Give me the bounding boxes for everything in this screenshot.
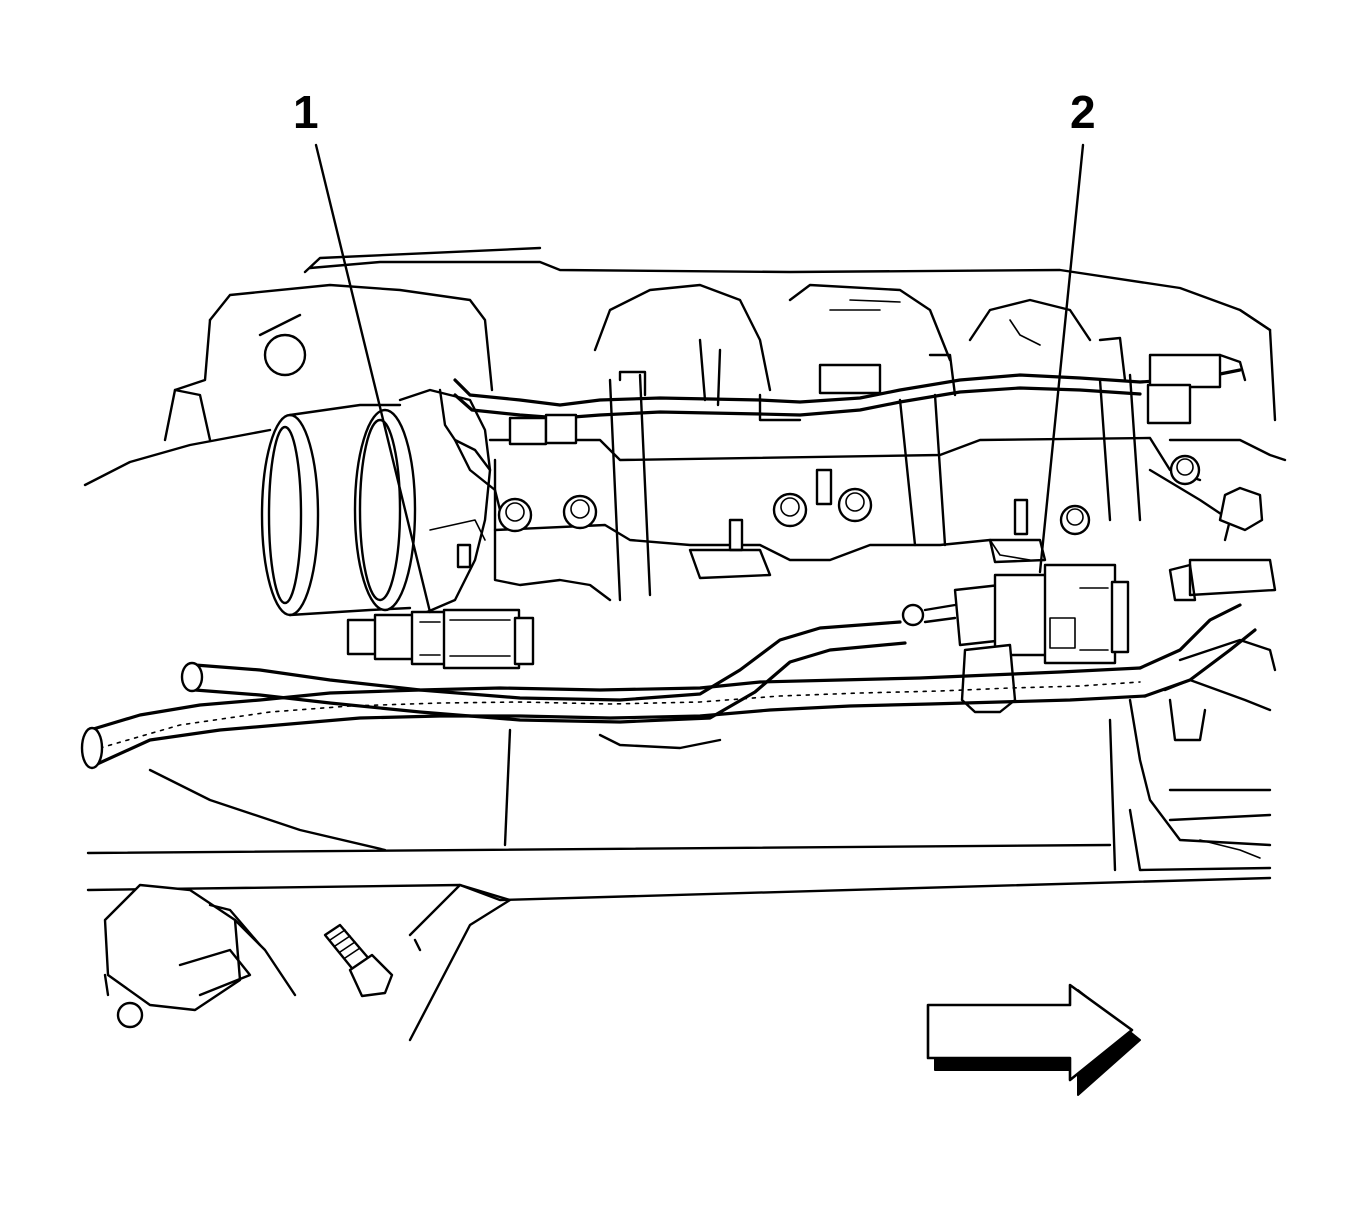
- intake-manifold: [163, 246, 1277, 442]
- hose-pipe: [180, 620, 907, 724]
- callout-1-leader: [314, 143, 432, 614]
- callout-leaders: [314, 143, 1085, 614]
- right-arrow-icon: [926, 983, 1141, 1096]
- loose-bolt-icon: [323, 923, 394, 998]
- bolt-icon: [562, 494, 598, 530]
- upper-harness: [438, 353, 1287, 512]
- sensor: [103, 883, 297, 1029]
- connector-2: [901, 563, 1130, 714]
- bolt-icon: [772, 492, 808, 528]
- bolt-icon: [497, 497, 533, 533]
- bolt-icon: [1059, 504, 1091, 536]
- right-fittings: [1168, 486, 1277, 672]
- bolt-icon: [837, 487, 873, 523]
- fuel-rail: [488, 336, 1232, 602]
- bolts: [456, 454, 1201, 580]
- bolt-icon: [1169, 454, 1201, 486]
- callout-1-label: 1: [293, 86, 319, 138]
- connector-1: [346, 608, 535, 670]
- lower-body: [86, 678, 1272, 1042]
- callout-2-leader: [1038, 143, 1085, 574]
- throttle-body: [83, 388, 492, 617]
- stud-icon: [456, 468, 1029, 569]
- callout-2-label: 2: [1070, 86, 1096, 138]
